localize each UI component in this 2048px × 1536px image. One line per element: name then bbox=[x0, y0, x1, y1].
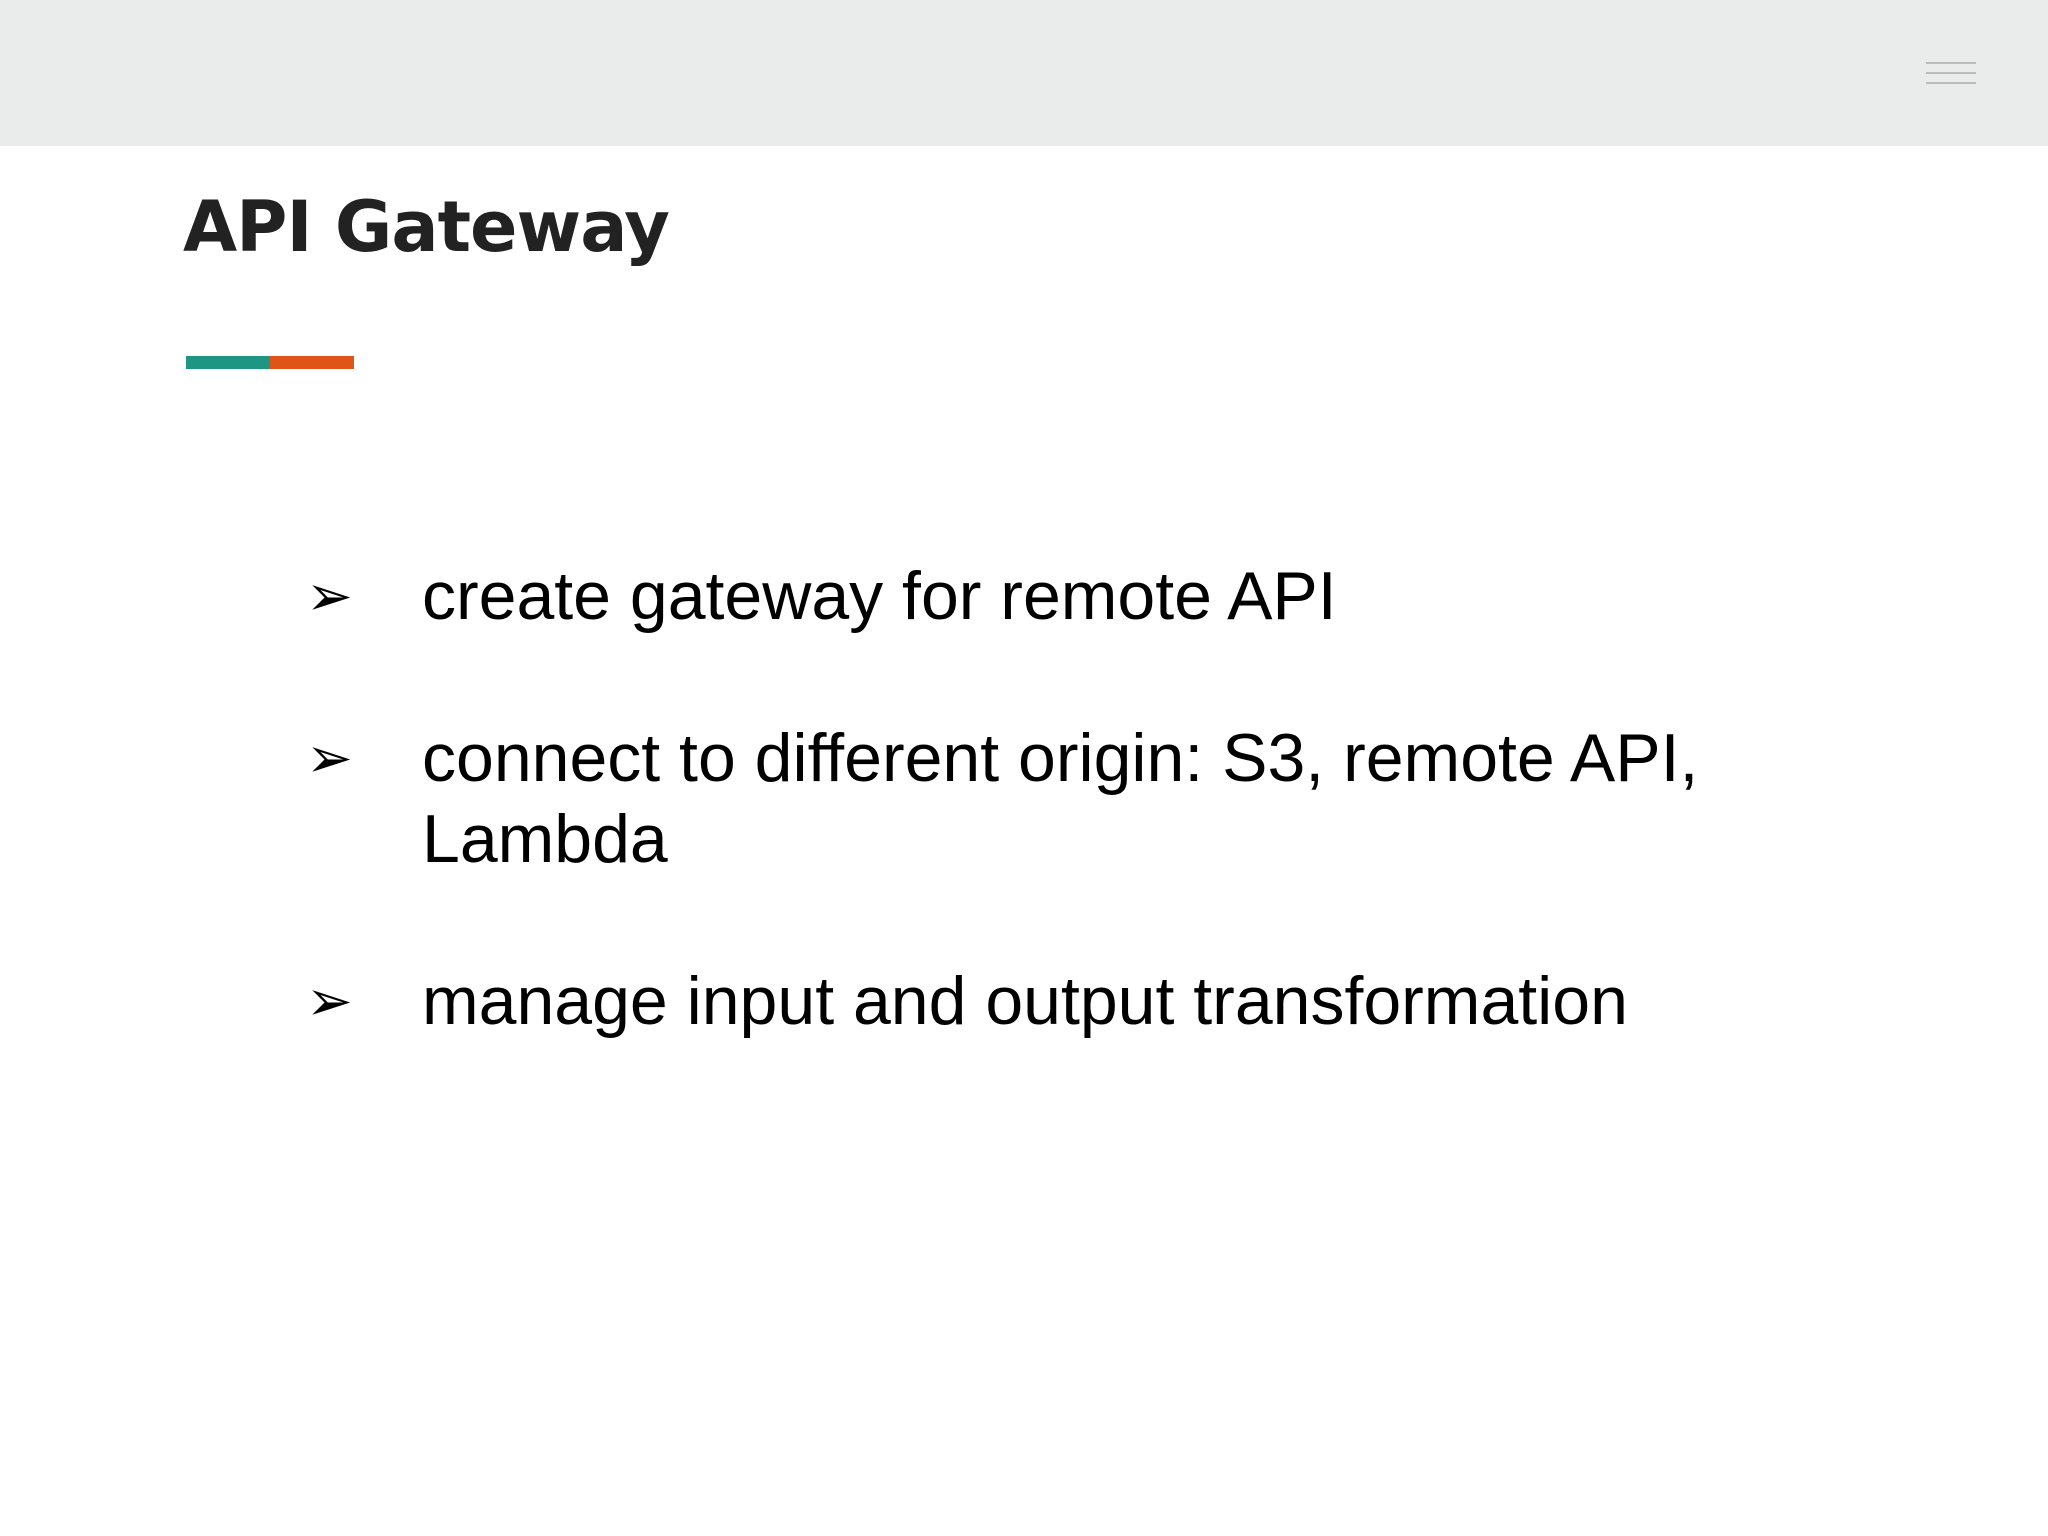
bullet-text: manage input and output transformation bbox=[422, 963, 1628, 1039]
bullet-text: create gateway for remote API bbox=[422, 558, 1337, 634]
arrow-bullet-icon: ➢ bbox=[306, 564, 353, 629]
menu-line bbox=[1926, 82, 1976, 84]
arrow-bullet-icon: ➢ bbox=[306, 969, 353, 1034]
header-band bbox=[0, 0, 2048, 146]
accent-teal-segment bbox=[186, 356, 270, 369]
accent-orange-segment bbox=[270, 356, 354, 369]
menu-line bbox=[1926, 62, 1976, 64]
bullet-text: connect to different origin: S3, remote … bbox=[422, 720, 1699, 877]
title-accent-bar bbox=[186, 356, 354, 369]
hamburger-menu-icon[interactable] bbox=[1926, 62, 1976, 86]
menu-line bbox=[1926, 72, 1976, 74]
slide-title: API Gateway bbox=[183, 186, 670, 268]
arrow-bullet-icon: ➢ bbox=[306, 726, 353, 791]
